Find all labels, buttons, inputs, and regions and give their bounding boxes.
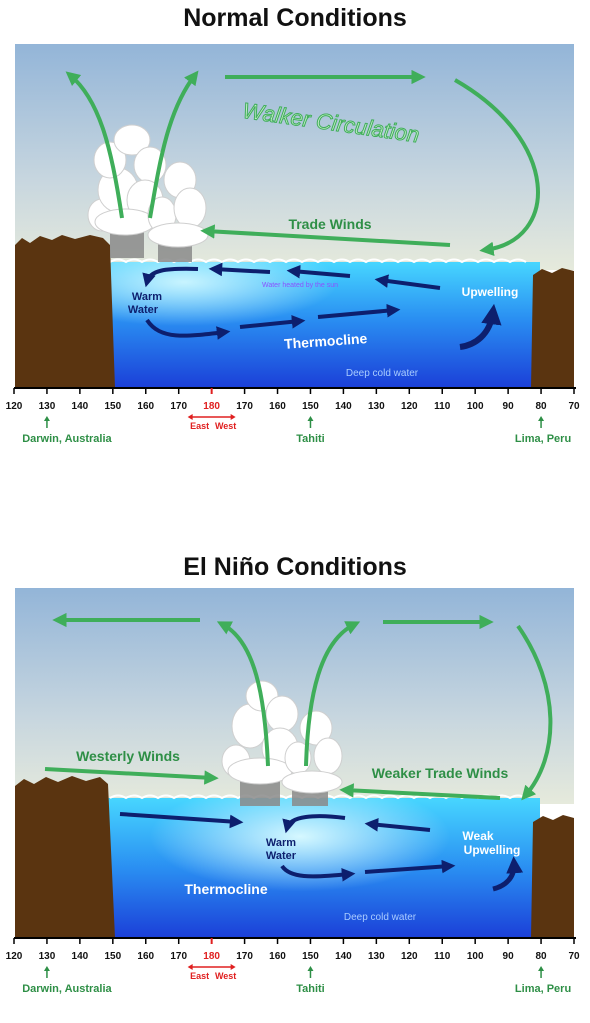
weak-upwelling-label-line1: Weak xyxy=(462,829,493,843)
dateline-arrowheads xyxy=(187,414,236,420)
axis-tick-label: 140 xyxy=(335,951,352,962)
axis-tick-label: 170 xyxy=(236,951,253,962)
location-tahiti: Tahiti xyxy=(296,983,325,995)
thermocline-label: Thermocline xyxy=(284,330,368,352)
weak-upwelling-label-line2: Upwelling xyxy=(464,843,521,857)
thermocline-label: Thermocline xyxy=(184,881,267,897)
axis-tick-label: 90 xyxy=(503,401,515,412)
walker-circulation-arrows xyxy=(65,69,540,256)
warm-water-label-line1: Warm xyxy=(266,837,296,849)
ocean-current-arrows xyxy=(142,262,502,350)
warm-water-label-line2: Water xyxy=(266,850,297,862)
westerly-winds-label: Westerly Winds xyxy=(76,748,180,764)
elnino-title: El Niño Conditions xyxy=(183,553,407,581)
axis-tick-label: 110 xyxy=(434,951,451,962)
axis-tick-label: 170 xyxy=(170,951,187,962)
axis-tick-label: 160 xyxy=(269,951,286,962)
warm-water-label-line2: Water xyxy=(128,304,159,316)
location-lima: Lima, Peru xyxy=(515,433,571,445)
east-label: East xyxy=(190,971,209,981)
ocean-current-arrows xyxy=(119,812,524,892)
west-label: West xyxy=(215,421,236,431)
deep-cold-water-label: Deep cold water xyxy=(344,912,417,923)
location-darwin: Darwin, Australia xyxy=(22,983,112,995)
location-tahiti: Tahiti xyxy=(296,433,325,445)
axis-tick-label: 150 xyxy=(104,951,121,962)
axis-tick-label: 100 xyxy=(467,401,484,412)
location-arrowhead xyxy=(43,966,50,971)
axis-tick-label: 80 xyxy=(535,951,547,962)
axis-tick-label: 120 xyxy=(401,401,418,412)
axis-tick-label: 70 xyxy=(568,401,580,412)
axis-tick-label: 130 xyxy=(39,401,56,412)
axis-tick-label: 130 xyxy=(368,401,385,412)
axis-tick-label: 120 xyxy=(6,401,23,412)
axis-tick-label: 130 xyxy=(368,951,385,962)
axis-tick-label: 140 xyxy=(335,401,352,412)
deep-cold-water-label: Deep cold water xyxy=(346,368,419,379)
weaker-trade-winds-label: Weaker Trade Winds xyxy=(372,765,509,781)
axis-tick-label: 120 xyxy=(401,951,418,962)
west-label: West xyxy=(215,971,236,981)
axis-tick-label: 160 xyxy=(269,401,286,412)
upwelling-label: Upwelling xyxy=(462,285,519,299)
normal-diagram: Walker Circulation Trade Winds Water hea… xyxy=(6,44,580,445)
axis-tick-label: 170 xyxy=(236,401,253,412)
location-arrowhead xyxy=(538,416,545,421)
location-arrowhead xyxy=(538,966,545,971)
axis-tick-label: 180 xyxy=(203,951,220,962)
axis-tick-label: 100 xyxy=(467,951,484,962)
normal-title: Normal Conditions xyxy=(183,4,407,32)
axis-tick-label: 160 xyxy=(137,401,154,412)
dateline-arrowheads xyxy=(187,964,236,970)
axis-tick-label: 80 xyxy=(535,401,547,412)
axis-tick-label: 140 xyxy=(72,401,89,412)
land-west xyxy=(15,235,115,388)
longitude-axis: 120 130 140 150 160 170 180 170 160 150 140 130 120 1… xyxy=(6,388,580,445)
east-label: East xyxy=(190,421,209,431)
location-darwin: Darwin, Australia xyxy=(22,433,112,445)
axis-tick-label: 180 xyxy=(203,401,220,412)
axis-tick-label: 170 xyxy=(170,401,187,412)
water-heated-label: Water heated by the sun xyxy=(262,282,338,289)
axis-tick-label: 150 xyxy=(302,401,319,412)
cloud-small xyxy=(147,161,209,248)
location-arrowhead xyxy=(43,416,50,421)
land-east xyxy=(531,815,574,938)
location-arrowhead xyxy=(307,966,314,971)
warm-water-label-line1: Warm xyxy=(132,291,162,303)
axis-tick-label: 150 xyxy=(302,951,319,962)
axis-tick-label: 70 xyxy=(568,951,580,962)
elnino-diagram: Westerly Winds Weaker Trade Winds Warm W… xyxy=(6,588,580,995)
axis-tick-label: 140 xyxy=(72,951,89,962)
location-arrowhead xyxy=(307,416,314,421)
axis-tick-label: 90 xyxy=(503,951,515,962)
axis-tick-label: 120 xyxy=(6,951,23,962)
axis-tick-label: 130 xyxy=(39,951,56,962)
location-lima: Lima, Peru xyxy=(515,983,571,995)
axis-tick-label: 160 xyxy=(137,951,154,962)
longitude-axis: 120 130 140 150 160 170 180 170 160 150 140 130 120 1… xyxy=(6,938,580,995)
land-west xyxy=(15,776,115,938)
wind-arrows xyxy=(44,612,553,801)
land-east xyxy=(531,268,574,388)
axis-tick-label: 150 xyxy=(104,401,121,412)
axis-tick-label: 110 xyxy=(434,401,451,412)
trade-winds-label: Trade Winds xyxy=(288,216,371,232)
